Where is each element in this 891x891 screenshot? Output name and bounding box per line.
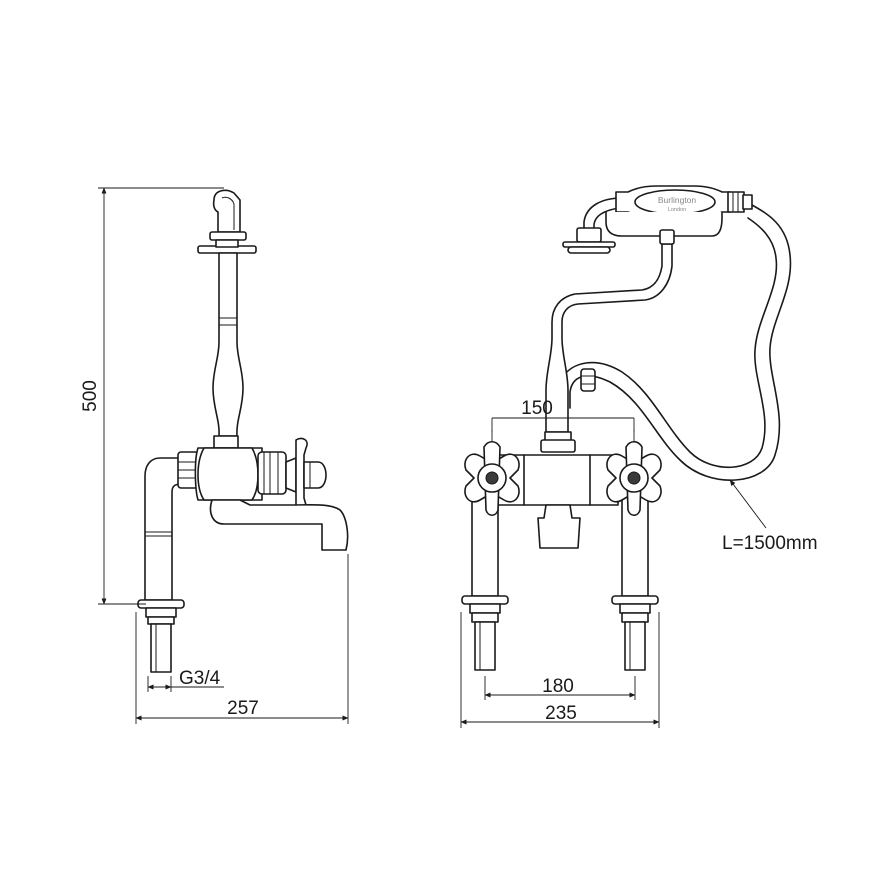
hose-clip xyxy=(580,368,596,392)
height-dimension-label: 500 xyxy=(80,380,101,412)
side-bonnet xyxy=(257,451,287,495)
shower-hose xyxy=(569,204,792,481)
hose-length-label: L=1500mm xyxy=(722,533,818,554)
side-inlet-elbow xyxy=(144,457,183,601)
front-left-valve xyxy=(464,440,525,517)
side-width-label: 257 xyxy=(227,698,259,719)
side-dimensions xyxy=(98,187,349,724)
front-right-valve xyxy=(589,440,662,517)
shower-handset: Burlington London xyxy=(605,185,753,245)
side-top-nut xyxy=(213,435,239,449)
side-riser-pipe xyxy=(212,252,244,437)
front-spout xyxy=(537,504,581,549)
shower-rose xyxy=(562,227,616,254)
bottom-centers-label: 180 xyxy=(542,676,574,697)
top-centers-label: 150 xyxy=(521,398,553,419)
thread-size-label: G3/4 xyxy=(179,668,221,689)
side-cross-handle xyxy=(285,437,327,515)
front-right-tail xyxy=(611,595,659,671)
handset-city: London xyxy=(668,207,686,213)
front-width-label: 235 xyxy=(545,703,577,724)
front-dimensions xyxy=(460,417,767,728)
front-view: Burlington London xyxy=(461,185,792,671)
front-valve-body xyxy=(518,454,597,506)
side-tail xyxy=(137,599,185,673)
front-left-tail xyxy=(461,595,509,671)
side-shower-cradle xyxy=(197,189,257,254)
side-view xyxy=(137,189,349,673)
side-spout xyxy=(209,499,349,551)
handset-brand: Burlington xyxy=(658,195,697,205)
